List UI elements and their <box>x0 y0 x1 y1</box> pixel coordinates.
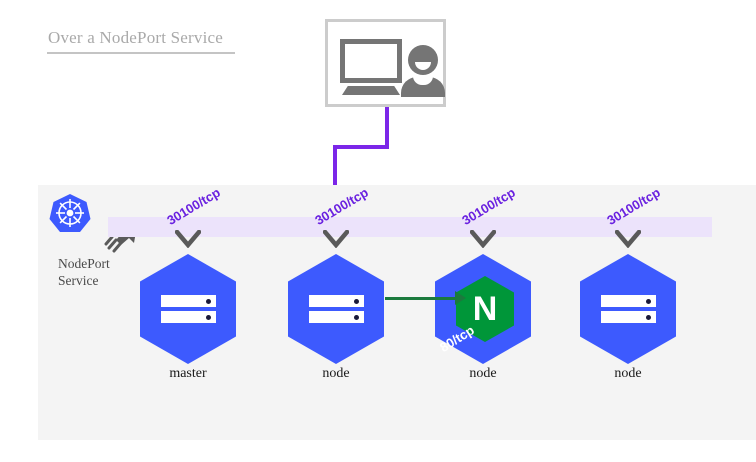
port-chevron-icon <box>173 228 203 249</box>
port-chevron-icon <box>321 228 351 249</box>
node-hex-shape <box>140 254 236 364</box>
desktop-monitor-icon <box>340 39 402 83</box>
node-hex-shape <box>288 254 384 364</box>
user-avatar-collar <box>413 76 433 85</box>
port-chevron-icon <box>468 228 498 249</box>
node-hexagon[interactable] <box>580 254 676 364</box>
node-hexagon[interactable] <box>288 254 384 364</box>
node-hex-shape <box>580 254 676 364</box>
keyboard-icon <box>342 86 400 95</box>
nodeport-service-label: NodePort Service <box>58 255 148 289</box>
user-avatar-face <box>415 62 431 70</box>
port-chevron-icon <box>613 228 643 249</box>
node-hexagon[interactable] <box>140 254 236 364</box>
title-underline <box>47 52 235 54</box>
node-caption: node <box>614 366 642 381</box>
pod-traffic-arrowhead-icon <box>455 291 466 305</box>
user-avatar-body <box>401 77 445 97</box>
node-caption: master <box>169 366 207 381</box>
server-rack-icon <box>161 295 216 323</box>
traffic-path-segment-vertical-2 <box>333 145 337 193</box>
server-rack-icon <box>601 295 656 323</box>
nodeport-service-bar <box>108 217 712 237</box>
server-rack-icon <box>309 295 364 323</box>
kubernetes-logo-icon <box>48 192 92 236</box>
page-title: Over a NodePort Service <box>48 28 224 47</box>
nginx-logo-icon: N <box>472 290 498 328</box>
traffic-path-segment-horizontal <box>333 145 389 149</box>
nodeport-service-label-line1: NodePort <box>58 256 110 271</box>
client-box <box>325 19 446 107</box>
node-caption: node <box>469 366 497 381</box>
pod-traffic-line <box>385 297 457 300</box>
traffic-path-segment-vertical-1 <box>385 107 389 149</box>
user-avatar-icon <box>408 45 438 75</box>
nodeport-service-label-line2: Service <box>58 273 99 288</box>
node-caption: node <box>322 366 350 381</box>
